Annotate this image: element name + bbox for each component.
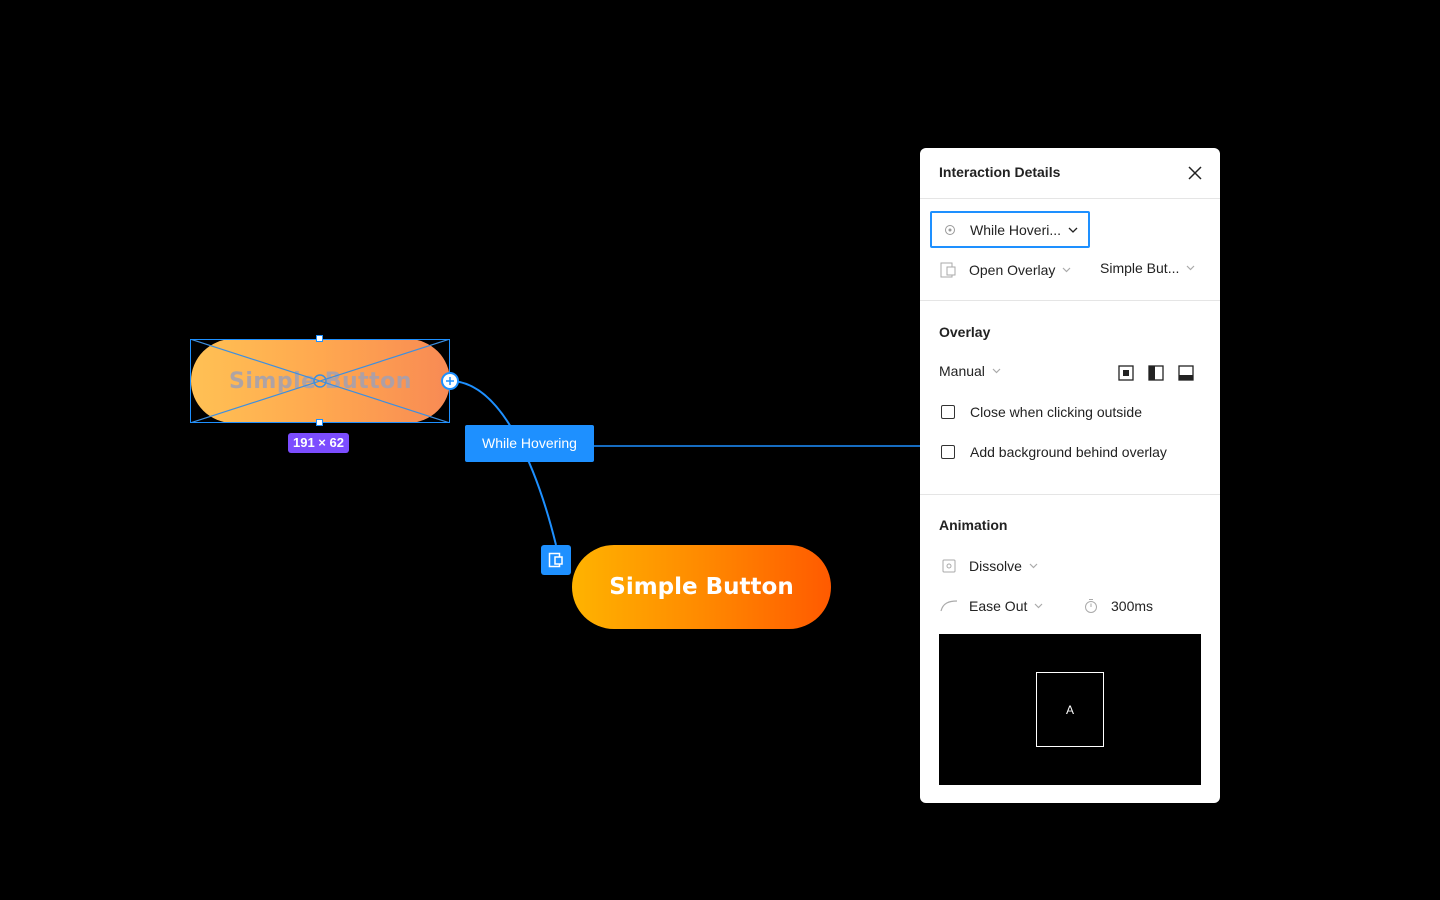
- animation-title: Animation: [939, 517, 1008, 533]
- close-button[interactable]: [1184, 162, 1206, 184]
- position-center-icon[interactable]: [1116, 363, 1136, 383]
- overlay-section: Overlay Manual Close when clicking outsi…: [920, 301, 1220, 495]
- trigger-dropdown[interactable]: While Hoveri...: [930, 211, 1090, 248]
- duration-value: 300ms: [1111, 598, 1154, 614]
- overlay-action-icon: [939, 260, 959, 280]
- action-value: Open Overlay: [969, 262, 1056, 278]
- preview-frame: A: [1036, 672, 1104, 747]
- animation-type-value: Dissolve: [969, 558, 1022, 574]
- panel-title: Interaction Details: [939, 164, 1061, 180]
- background-checkbox[interactable]: [941, 445, 955, 459]
- destination-button[interactable]: Simple Button: [572, 545, 831, 629]
- animation-type-dropdown[interactable]: Dissolve: [939, 556, 1038, 576]
- close-icon: [1188, 166, 1202, 180]
- animation-section: Animation Dissolve Ease Out 300ms: [920, 495, 1220, 803]
- add-connection-node-icon[interactable]: [441, 372, 459, 390]
- chevron-down-icon: [1029, 563, 1038, 569]
- chevron-down-icon: [1034, 603, 1043, 609]
- overlay-target-icon[interactable]: [541, 545, 571, 575]
- chevron-down-icon: [1062, 267, 1071, 273]
- chevron-down-icon: [1186, 265, 1195, 271]
- destination-dropdown[interactable]: Simple But...: [1100, 260, 1195, 276]
- dissolve-icon: [939, 556, 959, 576]
- interaction-details-panel: Interaction Details While Hoveri... Open…: [920, 148, 1220, 803]
- connection-trigger-label[interactable]: While Hovering: [465, 425, 594, 462]
- close-outside-option[interactable]: Close when clicking outside: [941, 404, 1142, 420]
- panel-header: Interaction Details: [920, 148, 1220, 199]
- overlay-title: Overlay: [939, 324, 991, 340]
- overlay-position-value: Manual: [939, 363, 985, 379]
- resize-handle-top[interactable]: [316, 335, 323, 342]
- overlay-position-dropdown[interactable]: Manual: [939, 363, 1001, 379]
- dimension-badge: 191 × 62: [288, 433, 349, 453]
- resize-handle-bottom[interactable]: [316, 419, 323, 426]
- background-option[interactable]: Add background behind overlay: [941, 444, 1167, 460]
- trigger-icon: [940, 220, 960, 240]
- animation-preview: A: [939, 634, 1201, 785]
- easing-dropdown[interactable]: Ease Out: [939, 596, 1043, 616]
- trigger-section: While Hoveri... Open Overlay Simple But.…: [920, 199, 1220, 301]
- position-left-icon[interactable]: [1146, 363, 1166, 383]
- action-dropdown[interactable]: Open Overlay: [939, 260, 1071, 280]
- timer-icon: [1081, 596, 1101, 616]
- trigger-value: While Hoveri...: [970, 221, 1062, 238]
- chevron-down-icon: [992, 368, 1001, 374]
- overlay-position-options: [1116, 363, 1196, 383]
- easing-curve-icon: [939, 596, 959, 616]
- destination-button-label: Simple Button: [609, 574, 794, 600]
- chevron-down-icon: [1068, 227, 1078, 233]
- close-outside-label: Close when clicking outside: [970, 404, 1142, 420]
- background-label: Add background behind overlay: [970, 444, 1167, 460]
- close-outside-checkbox[interactable]: [941, 405, 955, 419]
- duration-field[interactable]: 300ms: [1081, 596, 1153, 616]
- selection-frame[interactable]: [190, 339, 450, 423]
- position-bottom-icon[interactable]: [1176, 363, 1196, 383]
- destination-value: Simple But...: [1100, 260, 1180, 276]
- easing-value: Ease Out: [969, 598, 1028, 614]
